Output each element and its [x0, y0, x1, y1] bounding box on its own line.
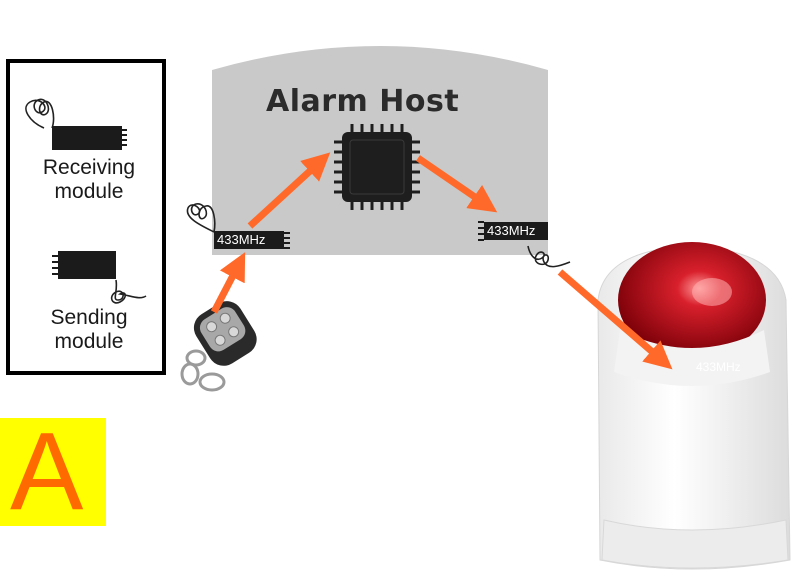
- arrow-output-to-siren: [557, 269, 673, 370]
- corner-marker: A: [0, 412, 106, 532]
- module-legend-box: [6, 59, 166, 375]
- sending-module-icon: [52, 251, 147, 304]
- processor-chip-icon: [334, 124, 420, 210]
- remote-key-fob-icon: [180, 301, 257, 392]
- siren-icon: [597, 242, 791, 570]
- output-antenna-coil-icon: [527, 245, 571, 268]
- output-chip-label: 433MHz: [484, 222, 548, 240]
- input-chip-label: 433MHz: [214, 231, 284, 249]
- input-antenna-coil-icon: [186, 203, 216, 233]
- sending-module-label: Sending module: [50, 306, 128, 353]
- output-chip-pins: [478, 221, 484, 241]
- alarm-host-title: Alarm Host: [266, 84, 460, 119]
- arrow-remote-to-input: [210, 252, 246, 314]
- input-chip-pins: [284, 232, 290, 249]
- arrow-input-to-processor: [247, 152, 331, 229]
- corner-marker-letter: A: [10, 410, 84, 533]
- siren-frequency-label: 433MHz: [696, 360, 741, 374]
- receiving-module-icon: [25, 98, 127, 150]
- receiving-module-label: Receiving module: [42, 156, 136, 203]
- arrow-processor-to-output: [416, 155, 498, 213]
